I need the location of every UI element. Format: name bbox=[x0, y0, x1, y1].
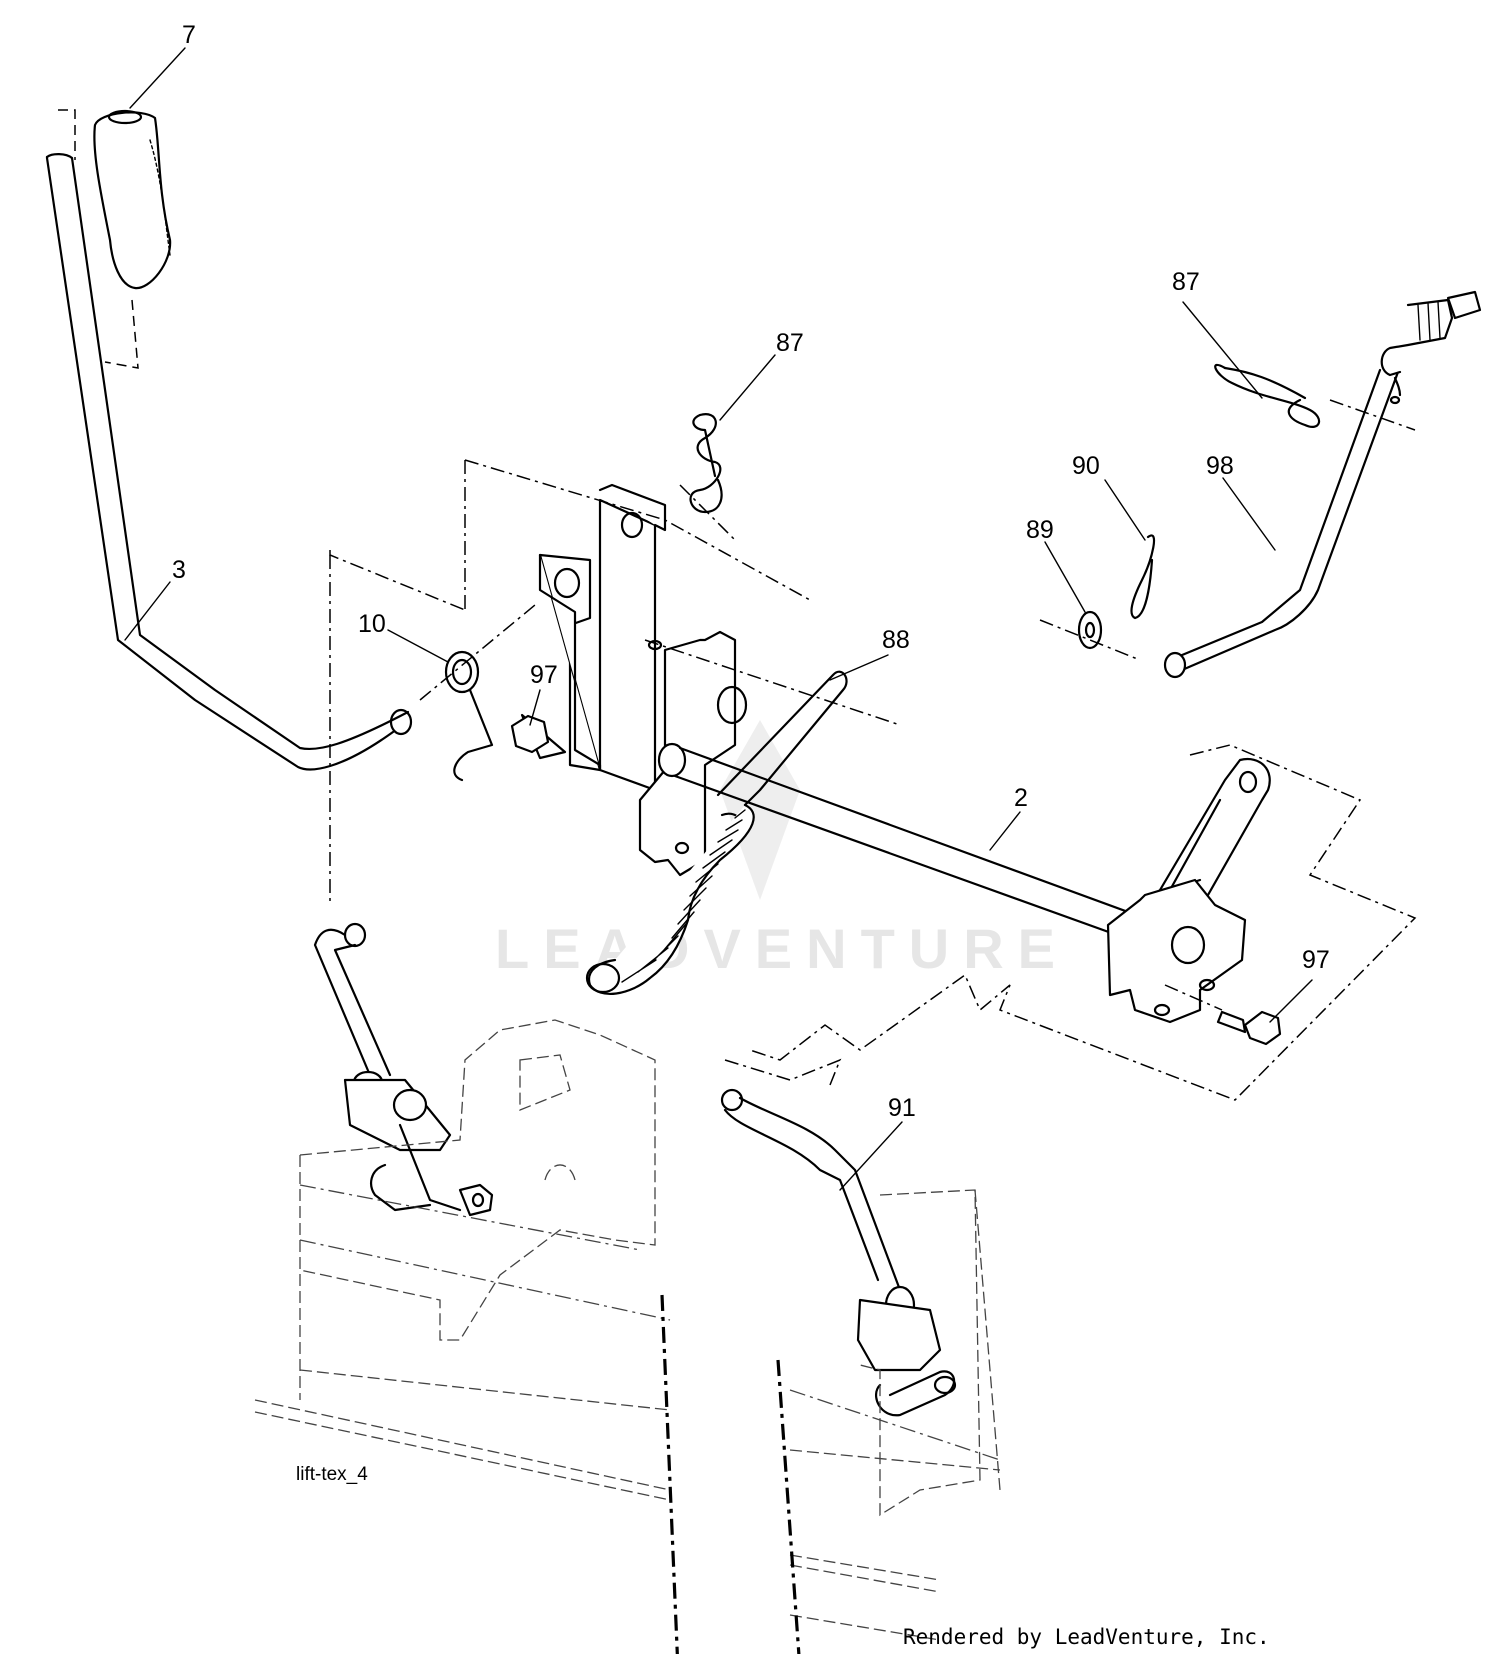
callout-87-right: 87 bbox=[1172, 268, 1200, 296]
right-front-link bbox=[720, 1058, 957, 1417]
callout-10: 10 bbox=[358, 610, 386, 638]
hairpin-clip-87-right bbox=[1214, 363, 1321, 428]
left-front-link bbox=[313, 922, 494, 1217]
callout-2: 2 bbox=[1014, 784, 1028, 812]
callout-3: 3 bbox=[172, 556, 186, 584]
watermark-text: LEADVENTURE bbox=[495, 917, 1069, 980]
washer-89 bbox=[1039, 610, 1141, 661]
rendered-by-credit: Rendered by LeadVenture, Inc. bbox=[903, 1625, 1270, 1649]
handle-grip bbox=[93, 109, 172, 290]
callout-87-left: 87 bbox=[776, 329, 804, 357]
callout-97-left: 97 bbox=[530, 661, 558, 689]
callout-98: 98 bbox=[1206, 452, 1234, 480]
adjust-rod bbox=[1163, 290, 1482, 679]
hairpin-clip-90 bbox=[1130, 534, 1156, 620]
ghost-deck-right bbox=[776, 1189, 1001, 1654]
hairpin-clip-87-left bbox=[679, 413, 736, 541]
callout-88: 88 bbox=[882, 626, 910, 654]
callout-97-right: 97 bbox=[1302, 946, 1330, 974]
torsion-spring bbox=[419, 604, 536, 782]
left-mount-bracket bbox=[329, 459, 811, 905]
callout-91: 91 bbox=[888, 1094, 916, 1122]
callout-89: 89 bbox=[1026, 516, 1054, 544]
callout-90: 90 bbox=[1072, 452, 1100, 480]
callout-7: 7 bbox=[182, 21, 196, 49]
leader-lines bbox=[124, 47, 1313, 1191]
flange-bolt-97-left bbox=[510, 713, 567, 760]
ghost-deck-left bbox=[254, 1019, 679, 1654]
lift-handle-rod bbox=[45, 109, 413, 771]
right-lift-arm bbox=[749, 744, 1417, 1101]
drawing-file-label: lift-tex_4 bbox=[296, 1464, 368, 1485]
center-plate bbox=[638, 630, 901, 877]
extension-spring bbox=[585, 670, 848, 995]
callout-labels: 7 3 10 97 87 88 2 87 90 98 89 97 91 bbox=[172, 21, 1330, 1122]
